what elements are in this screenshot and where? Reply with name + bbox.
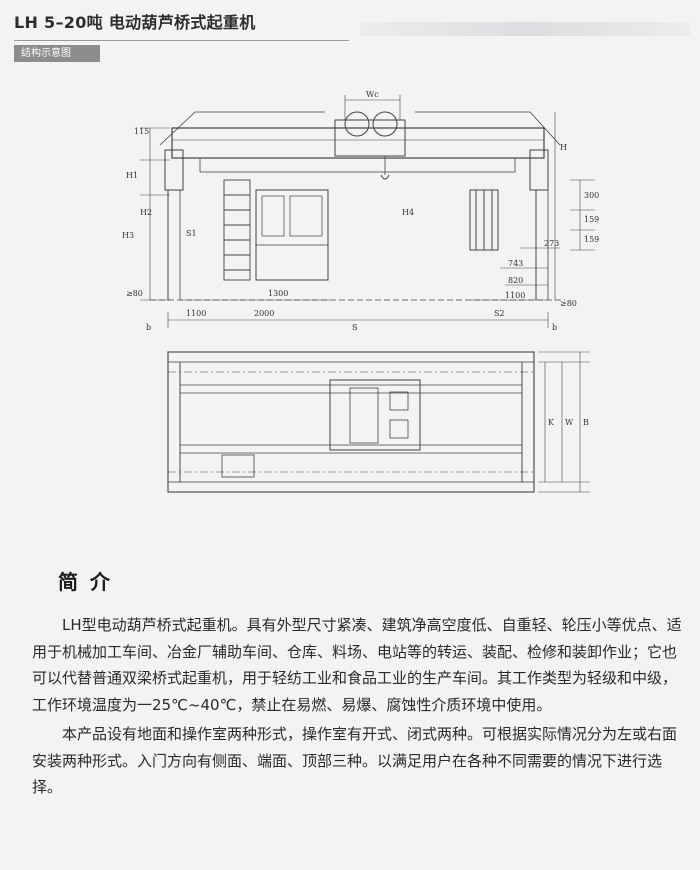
roof-line-right: [415, 111, 561, 146]
dim-743: 743: [508, 259, 523, 268]
hoist-drum-left: [344, 111, 370, 137]
intro-paragraph-1: LH型电动葫芦桥式起重机。具有外型尺寸紧凑、建筑净高空度低、自重轻、轮压小等优点…: [32, 616, 682, 714]
dim-h4: H4: [402, 208, 414, 217]
access-ladder: [223, 179, 251, 281]
dim-159a: 159: [584, 215, 599, 224]
dim-273: 273: [544, 239, 559, 248]
plan-outline: [167, 351, 535, 493]
main-girder: [171, 127, 545, 159]
dim-h: H: [560, 143, 567, 152]
hoist-trolley: [334, 119, 406, 157]
dim-1300: 1300: [268, 289, 288, 298]
dim-h2: H2: [140, 208, 152, 217]
end-truck-right: [529, 149, 549, 191]
dim-s1: S1: [186, 229, 197, 238]
section-tag: 结构示意图: [14, 45, 100, 62]
operator-cab: [255, 189, 329, 281]
title-divider: [14, 40, 349, 41]
dim-820: 820: [508, 276, 523, 285]
intro-body: LH型电动葫芦桥式起重机。具有外型尺寸紧凑、建筑净高空度低、自重轻、轮压小等优点…: [32, 612, 682, 804]
dim-k: K: [548, 418, 555, 427]
dim-1100-right: 1100: [505, 291, 525, 300]
intro-heading: 简介: [58, 570, 122, 594]
hoist-drum-right: [372, 111, 398, 137]
dim-s2: S2: [494, 309, 505, 318]
faint-header-band: [360, 22, 690, 36]
hook-icon: [380, 174, 390, 180]
dim-h1: H1: [126, 171, 138, 180]
end-truck-left: [164, 149, 184, 191]
dim-b-right: b: [552, 323, 557, 332]
dim-300: 300: [584, 191, 599, 200]
dim-1100-left: 1100: [186, 309, 206, 318]
dim-2000: 2000: [254, 309, 274, 318]
dim-b-left: b: [146, 323, 151, 332]
dim-159b: 159: [584, 235, 599, 244]
dim-w: W: [565, 418, 574, 427]
dim-wc: Wc: [366, 90, 379, 99]
intro-paragraph-2: 本产品设有地面和操作室两种形式，操作室有开式、闭式两种。可根据实际情况分为左或右…: [32, 725, 678, 796]
plan-cab-outline: [221, 454, 255, 478]
dim-b-plan: B: [583, 418, 589, 427]
dim-right-80: ≥80: [560, 299, 577, 308]
dim-115: 115: [134, 127, 149, 136]
dim-left-80: ≥80: [126, 289, 143, 298]
dim-h3: H3: [122, 231, 134, 240]
dim-s: S: [352, 323, 357, 332]
plan-trolley: [329, 379, 421, 451]
crane-structure-diagram: Wc 115 H1 H2 H3 H H4 S1 ≥80 1300 1100 20…: [122, 90, 599, 493]
page-title: LH 5–20吨 电动葫芦桥式起重机: [14, 13, 256, 32]
